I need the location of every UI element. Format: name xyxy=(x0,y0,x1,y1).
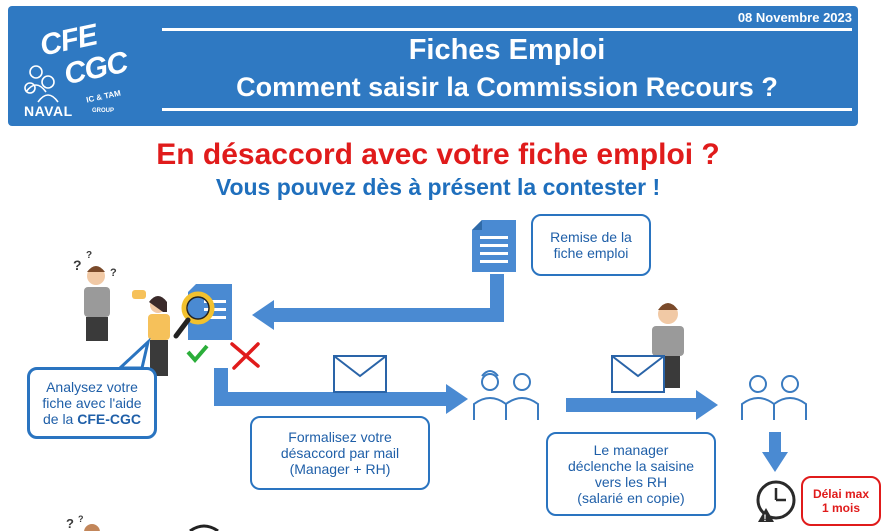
manager-person-icon xyxy=(652,303,684,388)
speech-pointer xyxy=(116,337,151,370)
analyse-line3-prefix: de la xyxy=(42,411,78,427)
svg-text:?: ? xyxy=(66,516,74,531)
svg-text:?: ? xyxy=(73,257,82,273)
arrow-manager-to-rh xyxy=(566,390,718,420)
formalisez-line1: Formalisez votre xyxy=(288,429,392,445)
date-label: 08 Novembre 2023 xyxy=(737,10,852,25)
manager-line2: déclenche la saisine xyxy=(567,458,695,474)
delai-line1: Délai max xyxy=(812,487,870,501)
manager-line3: vers les RH xyxy=(594,474,668,490)
box-remise-fiche: Remise de la fiche emploi xyxy=(531,214,651,276)
header-divider-top xyxy=(162,28,852,31)
check-icon xyxy=(186,344,209,364)
remise-line2: fiche emploi xyxy=(553,245,629,261)
subheadline: Vous pouvez dès à présent la contester ! xyxy=(215,174,661,200)
envelope-icon xyxy=(333,355,387,393)
magnifier-document-icon xyxy=(173,284,232,340)
document-icon xyxy=(472,220,516,272)
svg-text:!: ! xyxy=(764,513,767,523)
manager-line4: (salarié en copie) xyxy=(577,490,685,506)
people-analysing-icon: ? ? ? xyxy=(73,250,170,376)
analyse-line3: de la CFE-CGC xyxy=(42,411,141,427)
formalisez-line3: (Manager + RH) xyxy=(289,461,391,477)
analyse-line1: Analysez votre xyxy=(46,379,138,395)
remise-line1: Remise de la xyxy=(550,229,632,245)
arrow-remise-to-analyse xyxy=(252,274,504,330)
cross-icon xyxy=(230,342,260,370)
hr-people-icon-2 xyxy=(741,375,807,420)
hr-people-icon xyxy=(473,370,539,420)
analyse-line2: fiche avec l'aide xyxy=(42,395,142,411)
arrow-down xyxy=(762,432,788,472)
logo-naval-text: NAVAL xyxy=(24,103,73,119)
headline: En désaccord avec votre fiche emploi ? xyxy=(156,138,720,171)
manager-line1: Le manager xyxy=(593,442,669,458)
envelope-icon-2 xyxy=(611,355,665,393)
analyse-line3-bold: CFE-CGC xyxy=(77,411,142,427)
arrow-analyse-to-rh xyxy=(214,368,468,414)
svg-text:?: ? xyxy=(110,267,117,279)
header-divider-bottom xyxy=(162,108,852,111)
page-title-line1: Fiches Emploi xyxy=(408,34,606,66)
delai-line2: 1 mois xyxy=(821,501,860,515)
bottom-people-icon: ? ? xyxy=(66,514,219,531)
page-title-line2: Comment saisir la Commission Recours ? xyxy=(236,72,778,102)
box-formalisez: Formalisez votre désaccord par mail (Man… xyxy=(250,416,430,490)
svg-text:?: ? xyxy=(78,514,84,524)
svg-text:?: ? xyxy=(86,250,92,261)
formalisez-line2: désaccord par mail xyxy=(280,445,400,461)
box-analyse: Analysez votre fiche avec l'aide de la C… xyxy=(27,367,157,439)
header-banner xyxy=(8,6,858,126)
logo-group-text: GROUP xyxy=(92,108,115,114)
box-manager: Le manager déclenche la saisine vers les… xyxy=(546,432,716,516)
clock-icon: ! xyxy=(756,480,796,523)
box-delai: Délai max 1 mois xyxy=(801,476,881,526)
